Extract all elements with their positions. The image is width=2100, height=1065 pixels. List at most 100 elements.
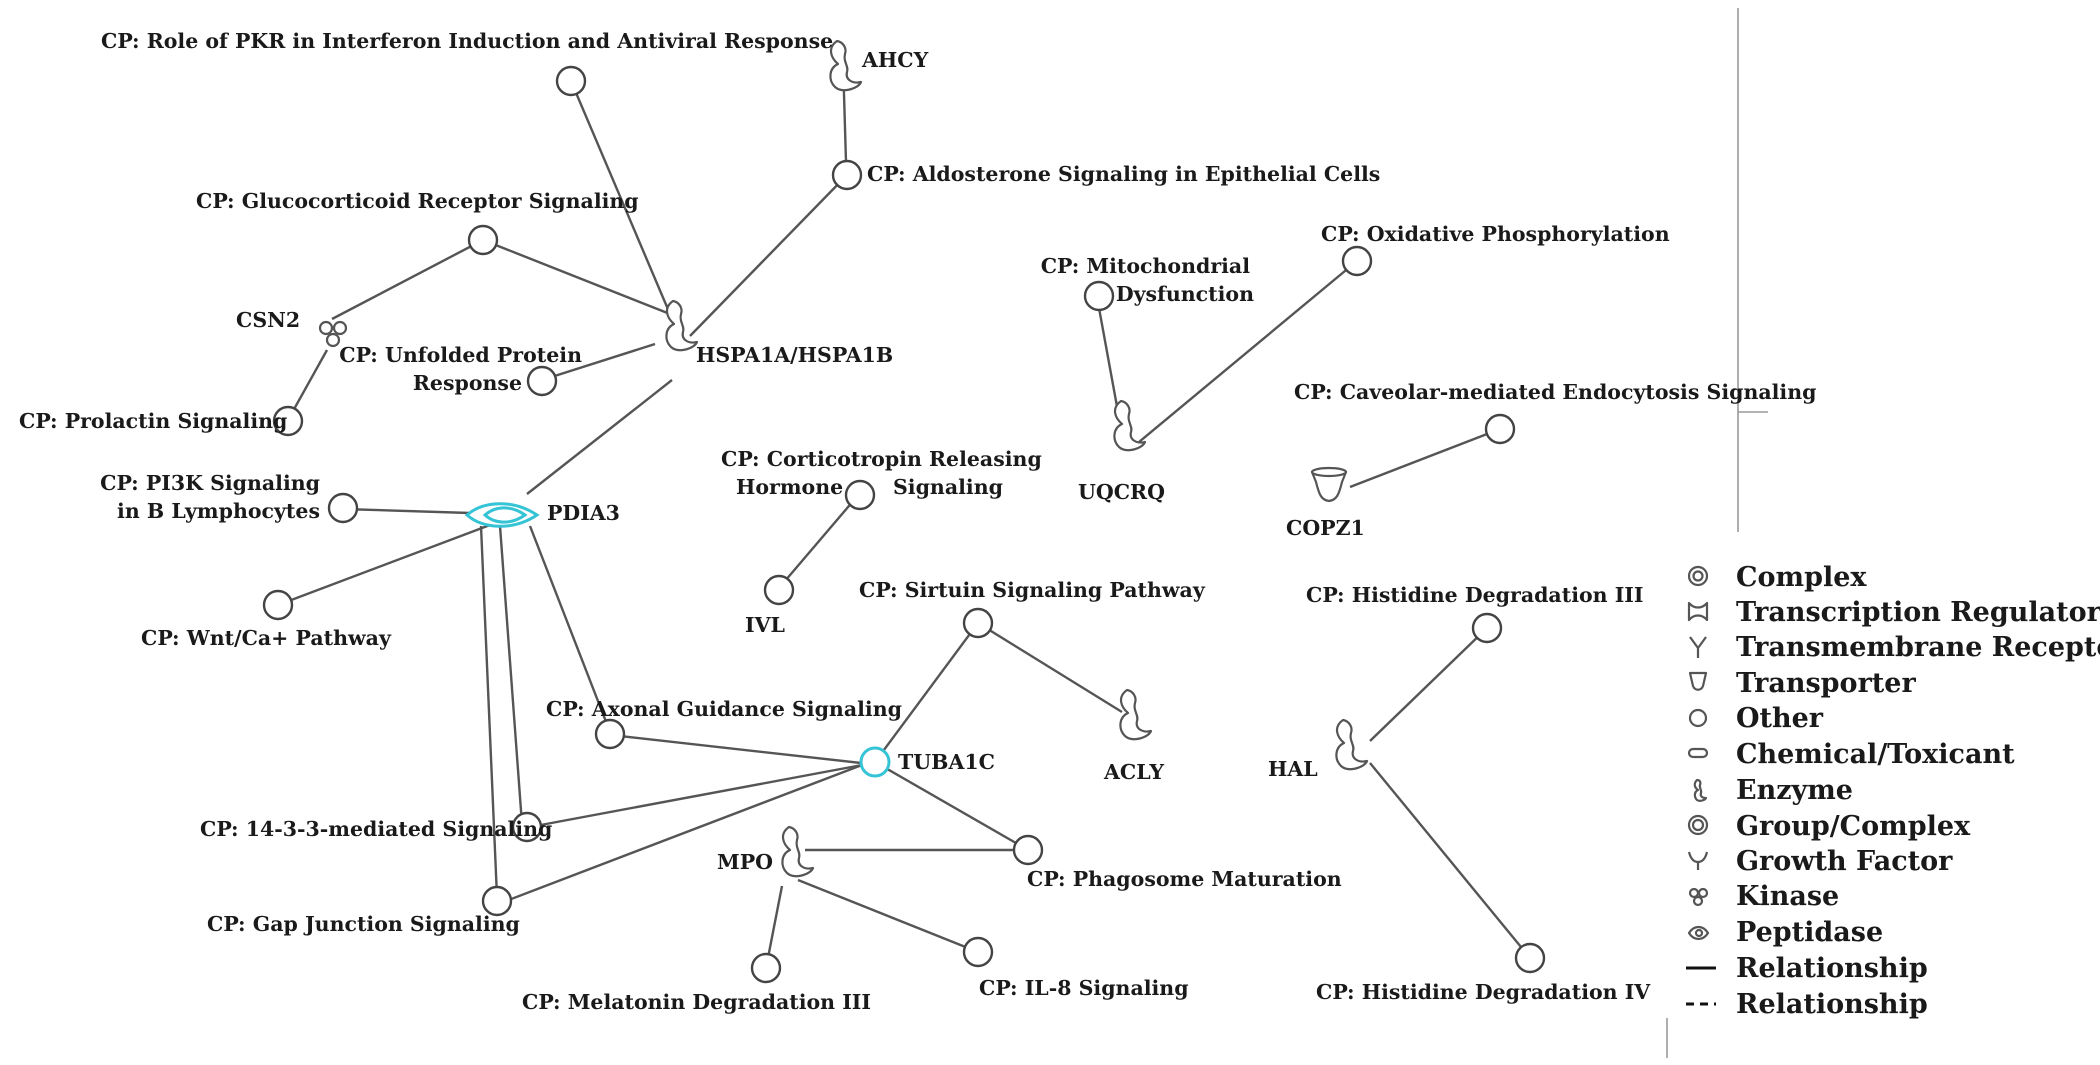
- node-tuba1c-circle[interactable]: [859, 746, 891, 778]
- legend-item-peptidase: Peptidase: [1687, 917, 1883, 948]
- legend-item-kinase: Kinase: [1688, 881, 1839, 912]
- node-unfolded-circle[interactable]: [526, 365, 558, 397]
- enzyme-node-uqcrq[interactable]: [1113, 399, 1147, 452]
- enzyme-node-hal[interactable]: [1335, 718, 1369, 771]
- node-label-hal: HAL: [1268, 757, 1318, 781]
- node-il8-circle[interactable]: [962, 936, 994, 968]
- edge: [541, 342, 656, 382]
- node-label-axonal: CP: Axonal Guidance Signaling: [546, 697, 902, 721]
- edge: [977, 621, 1123, 714]
- legend-label: Complex: [1736, 562, 1867, 593]
- node-wnt-circle[interactable]: [262, 589, 294, 621]
- growth-factor-icon: [1687, 851, 1709, 870]
- edge: [505, 763, 863, 903]
- legend-item-chemical-toxicant: Chemical/Toxicant: [1687, 739, 2015, 770]
- node-pkr-circle[interactable]: [555, 65, 587, 97]
- edge: [689, 174, 848, 337]
- legend-item-growth-factor: Growth Factor: [1687, 846, 1953, 877]
- node-prolactin-circle[interactable]: [272, 405, 304, 437]
- enzyme-icon: [781, 825, 815, 878]
- legend: Complex Transcription Regulator Transmem…: [1686, 562, 2100, 1020]
- legend-label: Other: [1736, 703, 1824, 734]
- legend-item-transmembrane-receptor: Transmembrane Receptor: [1689, 632, 2100, 663]
- legend-label: Chemical/Toxicant: [1736, 739, 2015, 770]
- legend-item-enzyme: Enzyme: [1693, 775, 1853, 806]
- enzyme-node-acly[interactable]: [1119, 688, 1153, 741]
- node-label-oxphos: CP: Oxidative Phosphorylation: [1321, 222, 1670, 246]
- node-label-pdia3: PDIA3: [547, 501, 620, 525]
- node-label-pkr: CP: Role of PKR in Interferon Induction …: [101, 29, 833, 53]
- enzyme-icon: [829, 39, 863, 92]
- node-his4-circle[interactable]: [1514, 942, 1546, 974]
- node-label-his4: CP: Histidine Degradation IV: [1316, 980, 1651, 1004]
- edge: [498, 525, 524, 825]
- enzyme-icon: [665, 299, 699, 352]
- chemical-toxicant-icon: [1687, 747, 1709, 759]
- node-1433-circle[interactable]: [511, 811, 543, 843]
- enzyme-icon: [1335, 718, 1369, 771]
- node-axonal-circle[interactable]: [594, 718, 626, 750]
- edge: [874, 622, 979, 763]
- peptidase-node-pdia3[interactable]: [464, 502, 540, 528]
- legend-label: Kinase: [1736, 881, 1839, 912]
- transmembrane-receptor-icon: [1689, 636, 1707, 658]
- node-label-csn2: CSN2: [236, 308, 300, 332]
- node-crh-circle[interactable]: [844, 479, 876, 511]
- group-complex-icon-inner: [1691, 818, 1705, 832]
- other-icon: [1688, 708, 1708, 728]
- edge: [331, 238, 484, 321]
- enzyme-node-ahcy[interactable]: [829, 39, 863, 92]
- edge: [529, 763, 863, 829]
- legend-label: Group/Complex: [1736, 811, 1971, 842]
- node-glucocorticoid-circle[interactable]: [467, 224, 499, 256]
- node-label-caveolar: CP: Caveolar-mediated Endocytosis Signal…: [1294, 380, 1816, 404]
- kinase-icon-lobe: [1697, 887, 1709, 899]
- legend-label: Growth Factor: [1736, 846, 1953, 877]
- transporter-icon-rim: [1310, 466, 1348, 478]
- edge: [1097, 307, 1120, 413]
- node-label-gapjunction: CP: Gap Junction Signaling: [207, 912, 520, 936]
- node-pi3k-circle[interactable]: [327, 492, 359, 524]
- node-label-aldosterone: CP: Aldosterone Signaling in Epithelial …: [867, 162, 1380, 186]
- node-label-acly: ACLY: [1103, 760, 1164, 784]
- node-oxphos-circle[interactable]: [1341, 245, 1373, 277]
- node-gapjunction-circle[interactable]: [481, 885, 513, 917]
- node-sirtuin-circle[interactable]: [962, 607, 994, 639]
- edge: [526, 379, 673, 495]
- node-label-hspa1: HSPA1A/HSPA1B: [696, 343, 893, 367]
- transporter-node-copz1[interactable]: [1310, 466, 1348, 503]
- legend-item-transcription-regulator: Transcription Regulator: [1687, 597, 2100, 628]
- legend-label: Peptidase: [1736, 917, 1883, 948]
- edge: [482, 238, 671, 316]
- legend-item-transporter: Transporter: [1688, 668, 1916, 699]
- node-phagosome-circle[interactable]: [1012, 834, 1044, 866]
- node-label-il8: CP: IL-8 Signaling: [979, 976, 1189, 1000]
- kinase-node-csn2[interactable]: [318, 320, 348, 348]
- node-label-sirtuin: CP: Sirtuin Signaling Pathway: [859, 578, 1206, 602]
- enzyme-node-mpo[interactable]: [781, 825, 815, 878]
- node-ivl-circle[interactable]: [763, 574, 795, 606]
- edge: [1369, 627, 1488, 742]
- edge: [569, 80, 672, 315]
- enzyme-node-hspa1[interactable]: [665, 299, 699, 352]
- circle-nodes: [262, 65, 1546, 984]
- node-caveolar-circle[interactable]: [1484, 413, 1516, 445]
- node-label-1433: CP: 14-3-3-mediated Signaling: [200, 817, 552, 841]
- node-label-ivl: IVL: [745, 613, 785, 637]
- node-aldosterone-circle[interactable]: [831, 159, 863, 191]
- complex-icon-inner: [1692, 570, 1704, 582]
- node-label-phagosome: CP: Phagosome Maturation: [1027, 867, 1342, 891]
- node-mito-circle[interactable]: [1083, 280, 1115, 312]
- node-melatonin-circle[interactable]: [750, 952, 782, 984]
- legend-item-other: Other: [1688, 703, 1824, 734]
- edge: [342, 507, 471, 515]
- edge: [479, 525, 499, 898]
- node-his3-circle[interactable]: [1471, 612, 1503, 644]
- edge: [1138, 260, 1358, 443]
- node-label-copz1: COPZ1: [1286, 516, 1365, 540]
- edge: [778, 492, 861, 589]
